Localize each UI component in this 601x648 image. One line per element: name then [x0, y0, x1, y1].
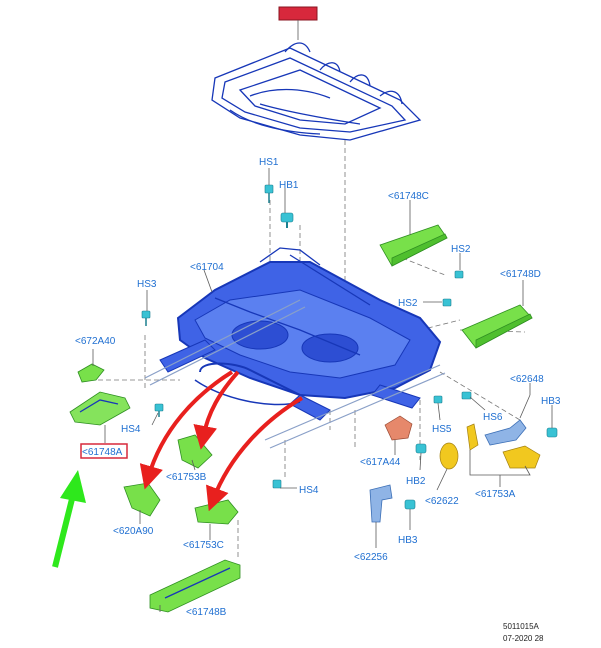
fastener-hs6-icon[interactable]	[461, 391, 472, 400]
fastener-hb1-icon[interactable]	[280, 212, 294, 228]
leader-lines	[92, 168, 553, 612]
fastener-hs1-icon[interactable]	[264, 184, 274, 203]
label-hs4b[interactable]: HS4	[299, 485, 319, 496]
fastener-hs3-icon[interactable]	[141, 310, 151, 326]
fastener-hs2a-icon[interactable]	[454, 270, 464, 279]
seat-suspension-mat[interactable]	[211, 42, 422, 141]
fastener-hb2-icon[interactable]	[415, 443, 427, 454]
part-62622-shape[interactable]	[439, 442, 459, 470]
part-61748c-shape[interactable]	[379, 224, 448, 267]
label-hs2a[interactable]: HS2	[451, 244, 471, 255]
part-672a40-shape[interactable]	[77, 363, 105, 383]
label-61748c[interactable]: <61748C	[388, 191, 429, 202]
fasteners	[141, 184, 558, 510]
top-part-callout[interactable]	[278, 6, 318, 40]
label-61748d[interactable]: <61748D	[500, 269, 541, 280]
label-hb3a[interactable]: HB3	[541, 396, 561, 407]
label-hb2[interactable]: HB2	[406, 476, 426, 487]
label-hs2b[interactable]: HS2	[398, 298, 418, 309]
part-61753a-left-shape[interactable]	[466, 423, 479, 451]
label-61753c[interactable]: <61753C	[183, 540, 224, 551]
red-arrows	[139, 370, 304, 512]
label-61704[interactable]: <61704	[190, 262, 224, 273]
part-61748b-shape[interactable]	[149, 559, 241, 613]
label-61753a[interactable]: <61753A	[475, 489, 516, 500]
fastener-hs4b-icon[interactable]	[272, 479, 282, 489]
fastener-hs4a-icon[interactable]	[154, 403, 164, 417]
part-61748a-shape[interactable]	[69, 391, 131, 426]
label-hb3b[interactable]: HB3	[398, 535, 418, 546]
green-pointer-arrow	[52, 470, 86, 568]
part-61753a-right-shape[interactable]	[502, 445, 541, 469]
label-617a44[interactable]: <617A44	[360, 457, 401, 468]
label-62648[interactable]: <62648	[510, 374, 544, 385]
label-61748a[interactable]: <61748A	[82, 447, 123, 458]
label-hs4a[interactable]: HS4	[121, 424, 141, 435]
part-61753b-shape[interactable]	[177, 434, 213, 469]
part-62648-shape[interactable]	[484, 419, 527, 446]
label-hs1[interactable]: HS1	[259, 157, 279, 168]
diagram-date: 07-2020 28	[503, 634, 544, 643]
label-hs6[interactable]: HS6	[483, 412, 503, 423]
label-62622[interactable]: <62622	[425, 496, 459, 507]
label-672a40[interactable]: <672A40	[75, 336, 116, 347]
part-620a90-shape[interactable]	[123, 482, 161, 517]
part-labels: HS1 HB1 <61748C HS2 <61704 HS3 <61748D H…	[75, 157, 561, 618]
fastener-hb3a-icon[interactable]	[546, 427, 558, 438]
label-hb1[interactable]: HB1	[279, 180, 299, 191]
diagram-code: 5011015A	[503, 622, 540, 631]
label-62256[interactable]: <62256	[354, 552, 388, 563]
seat-track-rails[interactable]	[144, 299, 446, 449]
part-61748d-shape[interactable]	[461, 304, 533, 349]
fastener-hs5-icon[interactable]	[433, 395, 443, 404]
part-62256-shape[interactable]	[369, 484, 393, 523]
label-620a90[interactable]: <620A90	[113, 526, 154, 537]
part-61753c-shape[interactable]	[194, 499, 239, 525]
label-hs5[interactable]: HS5	[432, 424, 452, 435]
label-61748b[interactable]: <61748B	[186, 607, 227, 618]
label-hs3[interactable]: HS3	[137, 279, 157, 290]
highlight-box-61748a	[80, 443, 128, 459]
part-617a44-shape[interactable]	[384, 415, 413, 441]
fastener-hs2b-icon[interactable]	[442, 298, 452, 307]
label-61753b[interactable]: <61753B	[166, 472, 207, 483]
fastener-hb3b-icon[interactable]	[404, 499, 416, 510]
